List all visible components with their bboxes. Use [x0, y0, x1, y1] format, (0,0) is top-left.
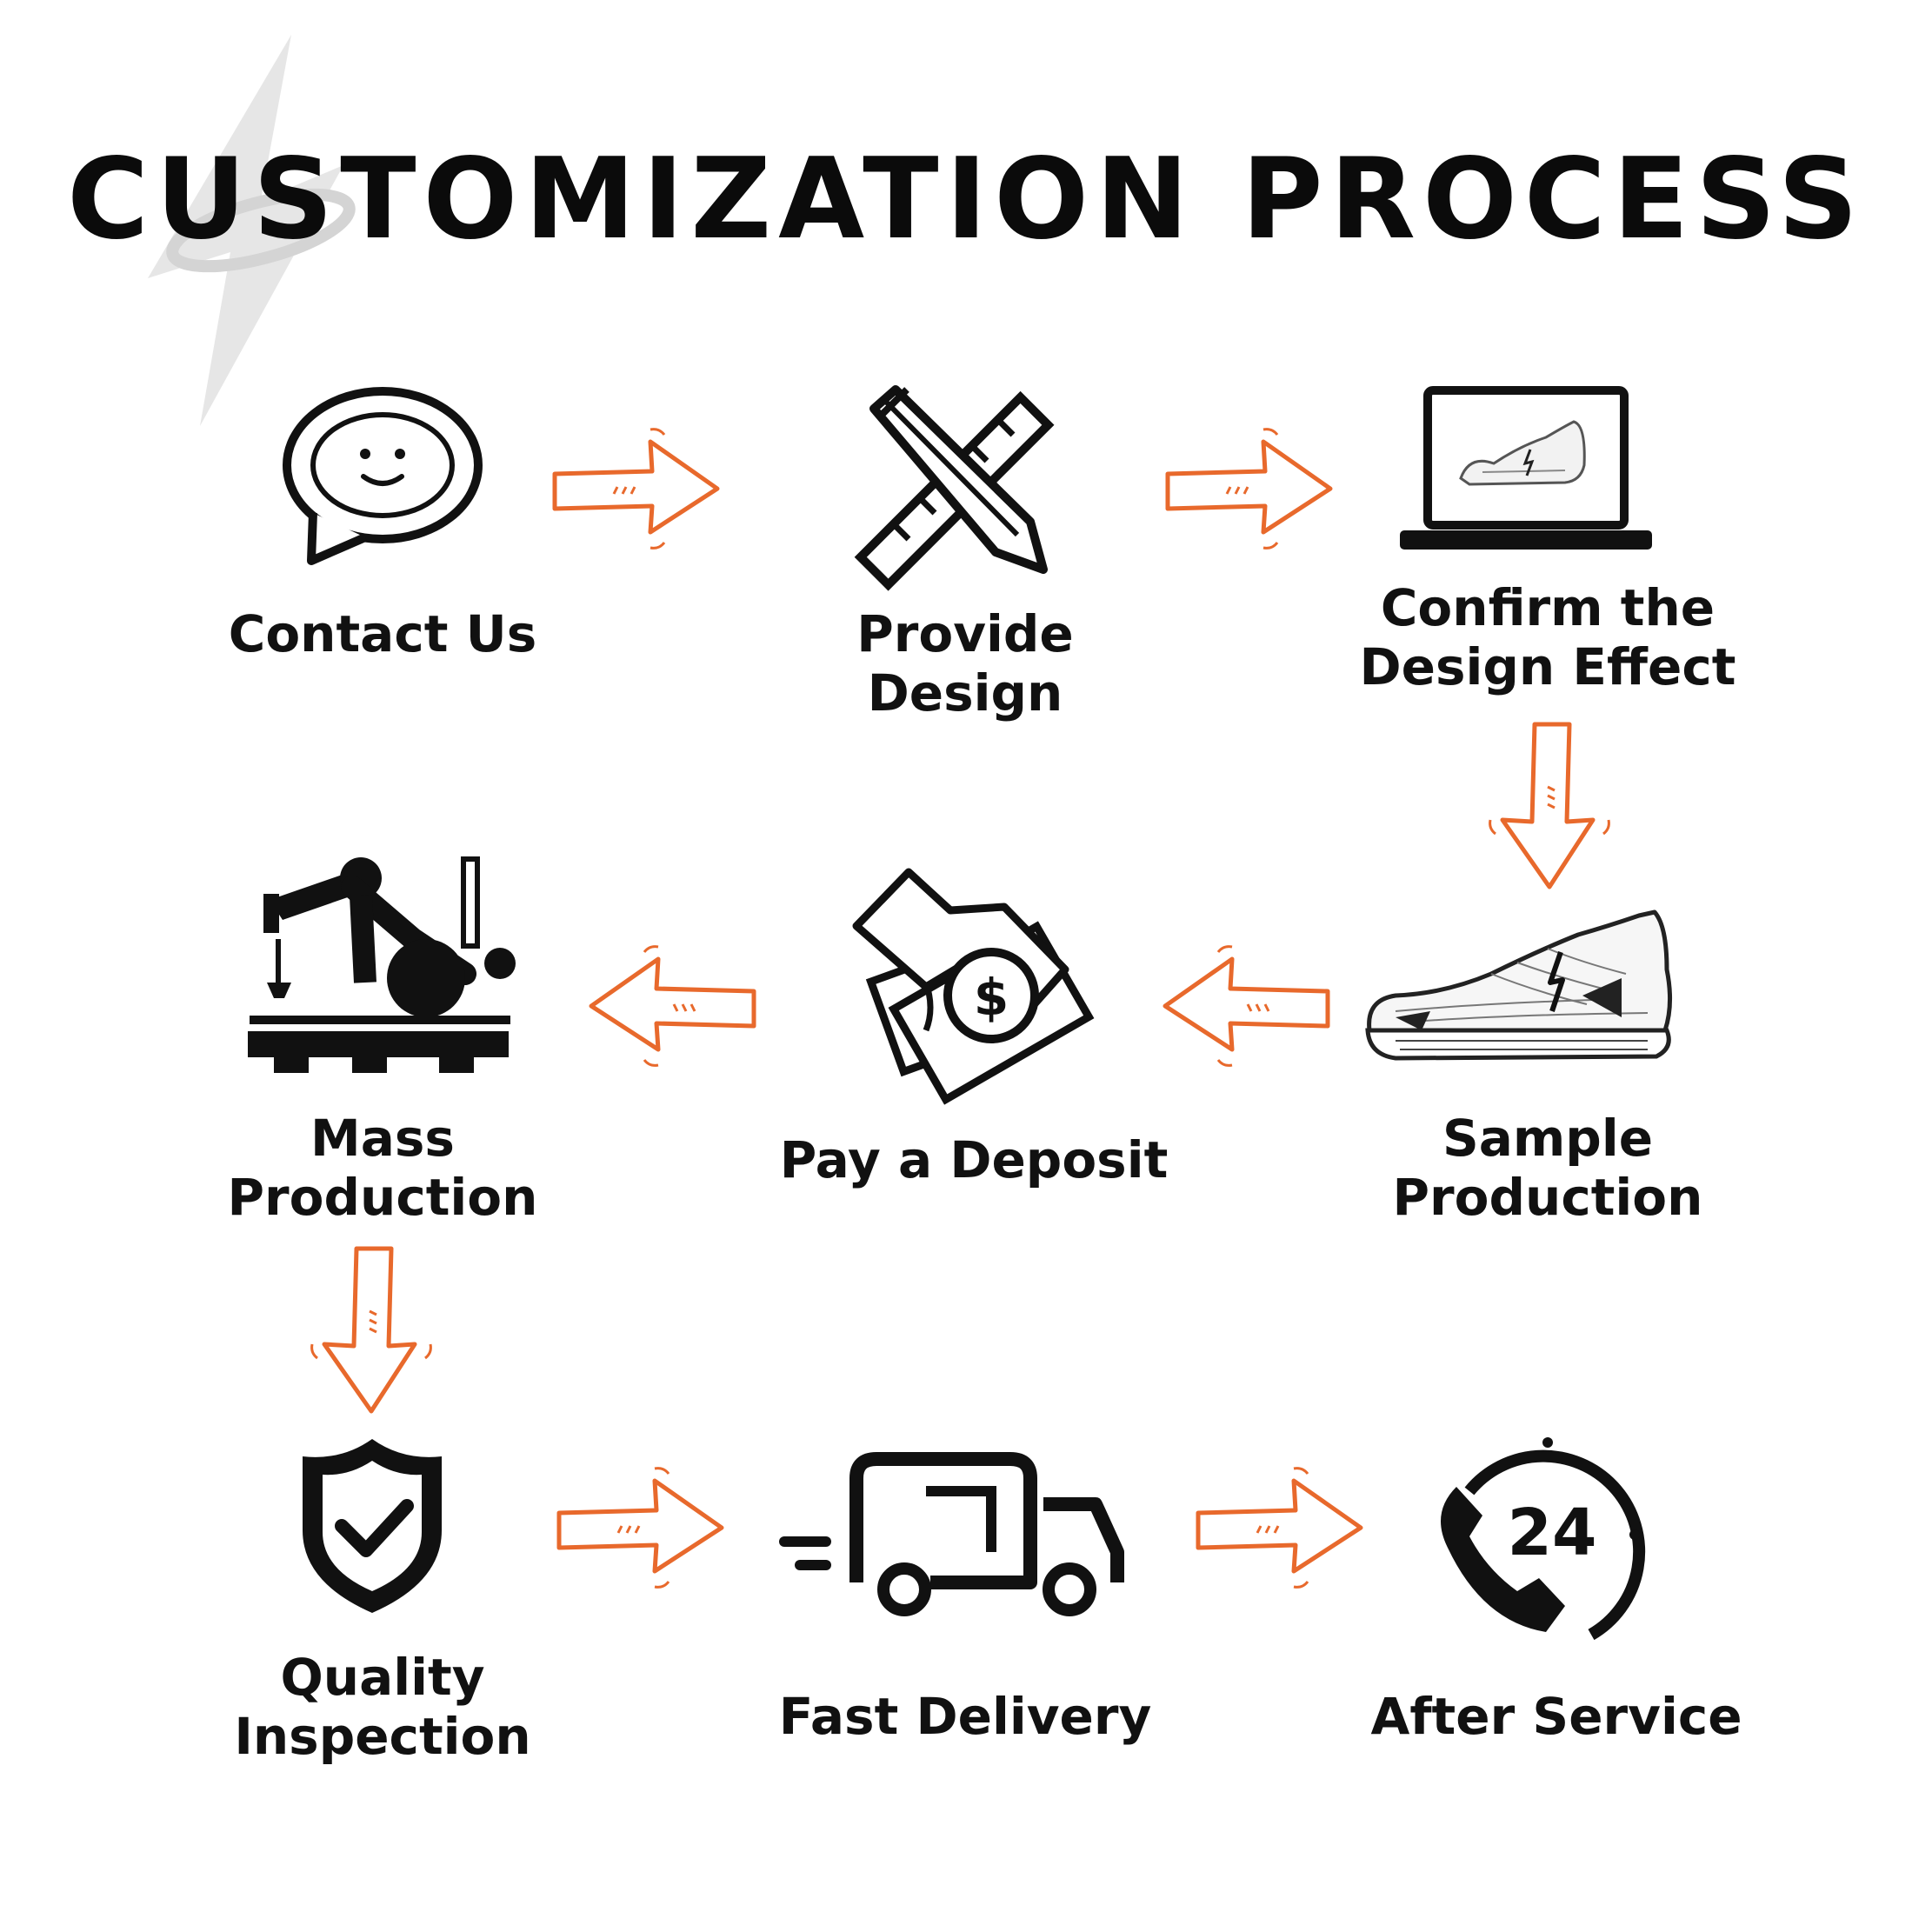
svg-text:$: $ [974, 968, 1009, 1027]
robot-arm-icon [248, 852, 517, 1078]
arrow-left-icon [578, 943, 761, 1074]
step-label-pay-deposit: Pay a Deposit [756, 1130, 1191, 1189]
arrow-left-icon [1152, 943, 1335, 1074]
laptop-shoe-icon [1400, 387, 1652, 556]
sneaker-sketch-icon [1361, 909, 1717, 1074]
money-hand-icon: $ [848, 856, 1100, 1100]
arrow-right-icon [1191, 1465, 1374, 1596]
page-title: CUSTOMIZATION PROCESS [0, 130, 1932, 270]
arrow-right-icon [548, 426, 730, 556]
step-label-provide-design: Provide Design [756, 604, 1174, 723]
arrow-right-icon [1161, 426, 1343, 556]
chat-bubble-smiley-icon [278, 383, 487, 574]
step-label-quality-inspection: Quality Inspection [174, 1648, 591, 1766]
arrow-right-icon [552, 1465, 735, 1596]
arrow-down-icon [309, 1242, 439, 1424]
phone-24-text: 24 [1508, 1496, 1597, 1570]
step-label-fast-delivery: Fast Delivery [756, 1687, 1174, 1746]
phone-24-icon: 24 [1435, 1439, 1652, 1648]
step-label-sample-production: Sample Production [1330, 1109, 1765, 1227]
step-label-contact-us: Contact Us [174, 604, 591, 663]
pencil-ruler-icon [856, 383, 1065, 583]
step-label-after-service: After Service [1348, 1687, 1765, 1746]
arrow-down-icon [1487, 717, 1617, 900]
step-label-confirm-design: Confirm the Design Effect [1330, 578, 1765, 696]
step-label-mass-production: Mass Production [174, 1109, 591, 1227]
delivery-truck-icon [783, 1452, 1130, 1617]
shield-check-icon [298, 1435, 446, 1617]
